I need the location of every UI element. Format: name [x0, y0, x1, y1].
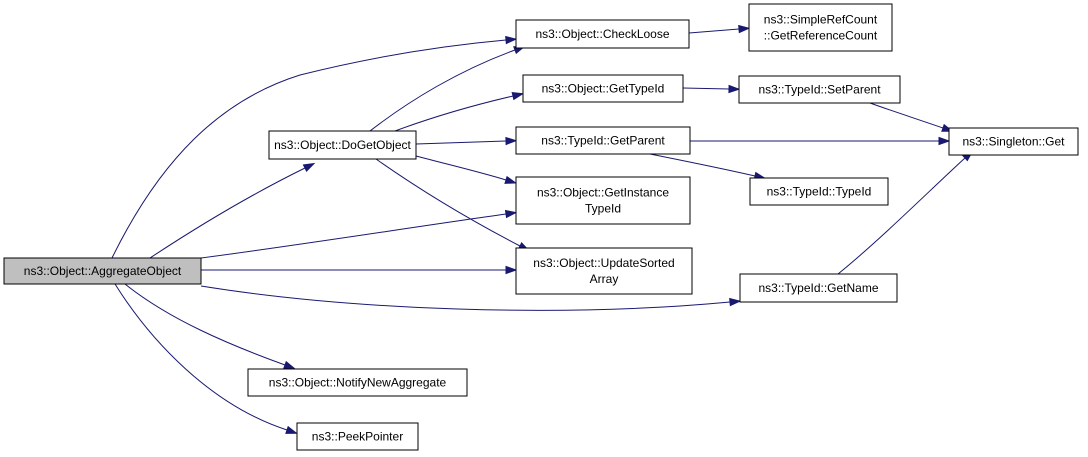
- edge-aggregate-to-updatesortedarray-arrowhead: [505, 265, 518, 275]
- edge-checkloose-to-getreferencecount-arrowhead: [738, 24, 751, 34]
- edge-dogetobject-to-getinstancetypeid: [415, 155, 507, 181]
- node-label-checkloose-line-0: ns3::Object::CheckLoose: [535, 27, 669, 41]
- edge-dogetobject-to-updatesortedarray: [375, 158, 521, 247]
- edge-dogetobject-to-getparent-arrowhead: [505, 136, 518, 146]
- edge-aggregate-to-checkloose-arrowhead: [505, 35, 518, 45]
- node-box-getreferencecount: [748, 3, 893, 52]
- edge-aggregate-to-peekpointer: [114, 283, 288, 431]
- node-label-notifynewaggregate-line-0: ns3::Object::NotifyNewAggregate: [269, 376, 447, 390]
- edge-aggregate-to-getname: [200, 285, 731, 311]
- node-box-notifynewaggregate: [247, 368, 468, 397]
- node-label-getparent-line-0: ns3::TypeId::GetParent: [541, 134, 665, 148]
- edge-aggregate-to-getinstancetypeid: [200, 213, 507, 259]
- node-getreferencecount[interactable]: ns3::SimpleRefCount::GetReferenceCount: [748, 3, 893, 52]
- node-box-getname: [739, 273, 898, 303]
- node-label-setparent-line-0: ns3::TypeId::SetParent: [758, 83, 881, 97]
- nodes-layer: ns3::Object::AggregateObjectns3::Object:…: [3, 3, 1079, 451]
- edge-aggregate-to-notifynewaggregate: [124, 283, 286, 366]
- node-label-getinstancetypeid-line-1: TypeId: [585, 202, 621, 216]
- node-label-singletonget-line-0: ns3::Singleton::Get: [962, 135, 1065, 149]
- edge-aggregate-to-dogetobject-arrowhead: [302, 162, 316, 172]
- edges-layer: [111, 24, 974, 434]
- node-label-getreferencecount-line-1: ::GetReferenceCount: [764, 29, 878, 43]
- node-label-aggregate-line-0: ns3::Object::AggregateObject: [24, 264, 182, 278]
- edge-setparent-to-singletonget: [869, 102, 944, 129]
- edge-dogetobject-to-gettypeid-arrowhead: [511, 92, 525, 101]
- node-box-updatesortedarray: [515, 247, 693, 295]
- node-setparent[interactable]: ns3::TypeId::SetParent: [738, 75, 901, 104]
- node-label-gettypeid-line-0: ns3::Object::GetTypeId: [542, 82, 665, 96]
- node-label-typeid-line-0: ns3::TypeId::TypeId: [767, 185, 872, 199]
- node-label-peekpointer-line-0: ns3::PeekPointer: [312, 430, 403, 444]
- node-box-setparent: [738, 75, 901, 104]
- edge-dogetobject-to-getparent: [415, 140, 507, 145]
- node-box-peekpointer: [296, 422, 419, 451]
- node-label-dogetobject-line-0: ns3::Object::DoGetObject: [274, 138, 411, 152]
- node-label-getname-line-0: ns3::TypeId::GetName: [758, 281, 878, 295]
- node-box-getinstancetypeid: [515, 176, 691, 225]
- node-label-getinstancetypeid-line-0: ns3::Object::GetInstance: [537, 186, 669, 200]
- node-box-getparent: [515, 126, 691, 155]
- node-aggregate[interactable]: ns3::Object::AggregateObject: [3, 257, 202, 285]
- node-box-aggregate: [3, 257, 202, 285]
- node-label-updatesortedarray-line-1: Array: [590, 272, 619, 286]
- edge-dogetobject-to-gettypeid: [394, 95, 514, 132]
- node-gettypeid[interactable]: ns3::Object::GetTypeId: [522, 74, 684, 103]
- node-singletonget[interactable]: ns3::Singleton::Get: [948, 127, 1079, 156]
- node-box-singletonget: [948, 127, 1079, 156]
- node-box-typeid: [749, 177, 889, 206]
- edge-aggregate-to-notifynewaggregate-arrowhead: [283, 360, 296, 369]
- edge-aggregate-to-checkloose: [111, 39, 507, 259]
- node-notifynewaggregate[interactable]: ns3::Object::NotifyNewAggregate: [247, 368, 468, 397]
- edge-getparent-to-singletonget-arrowhead: [938, 136, 951, 146]
- edge-aggregate-to-getname-arrowhead: [729, 297, 742, 307]
- node-box-dogetobject: [268, 130, 417, 160]
- node-box-checkloose: [515, 19, 690, 49]
- edge-aggregate-to-dogetobject: [149, 167, 306, 259]
- edge-dogetobject-to-getinstancetypeid-arrowhead: [504, 175, 518, 184]
- node-peekpointer[interactable]: ns3::PeekPointer: [296, 422, 419, 451]
- edge-aggregate-to-getinstancetypeid-arrowhead: [504, 209, 518, 219]
- node-checkloose[interactable]: ns3::Object::CheckLoose: [515, 19, 690, 49]
- edge-getparent-to-typeid: [649, 153, 756, 177]
- node-getparent[interactable]: ns3::TypeId::GetParent: [515, 126, 691, 155]
- edge-checkloose-to-getreferencecount: [688, 28, 740, 34]
- edge-aggregate-to-peekpointer-arrowhead: [285, 425, 298, 434]
- node-label-updatesortedarray-line-0: ns3::Object::UpdateSorted: [533, 256, 674, 270]
- node-typeid[interactable]: ns3::TypeId::TypeId: [749, 177, 889, 206]
- node-dogetobject[interactable]: ns3::Object::DoGetObject: [268, 130, 417, 160]
- node-getname[interactable]: ns3::TypeId::GetName: [739, 273, 898, 303]
- edge-gettypeid-to-setparent: [682, 87, 730, 90]
- edge-gettypeid-to-setparent-arrowhead: [728, 84, 741, 94]
- node-box-gettypeid: [522, 74, 684, 103]
- edge-dogetobject-to-checkloose: [369, 49, 516, 132]
- edge-getname-to-singletonget: [837, 157, 966, 275]
- node-label-getreferencecount-line-0: ns3::SimpleRefCount: [764, 13, 878, 27]
